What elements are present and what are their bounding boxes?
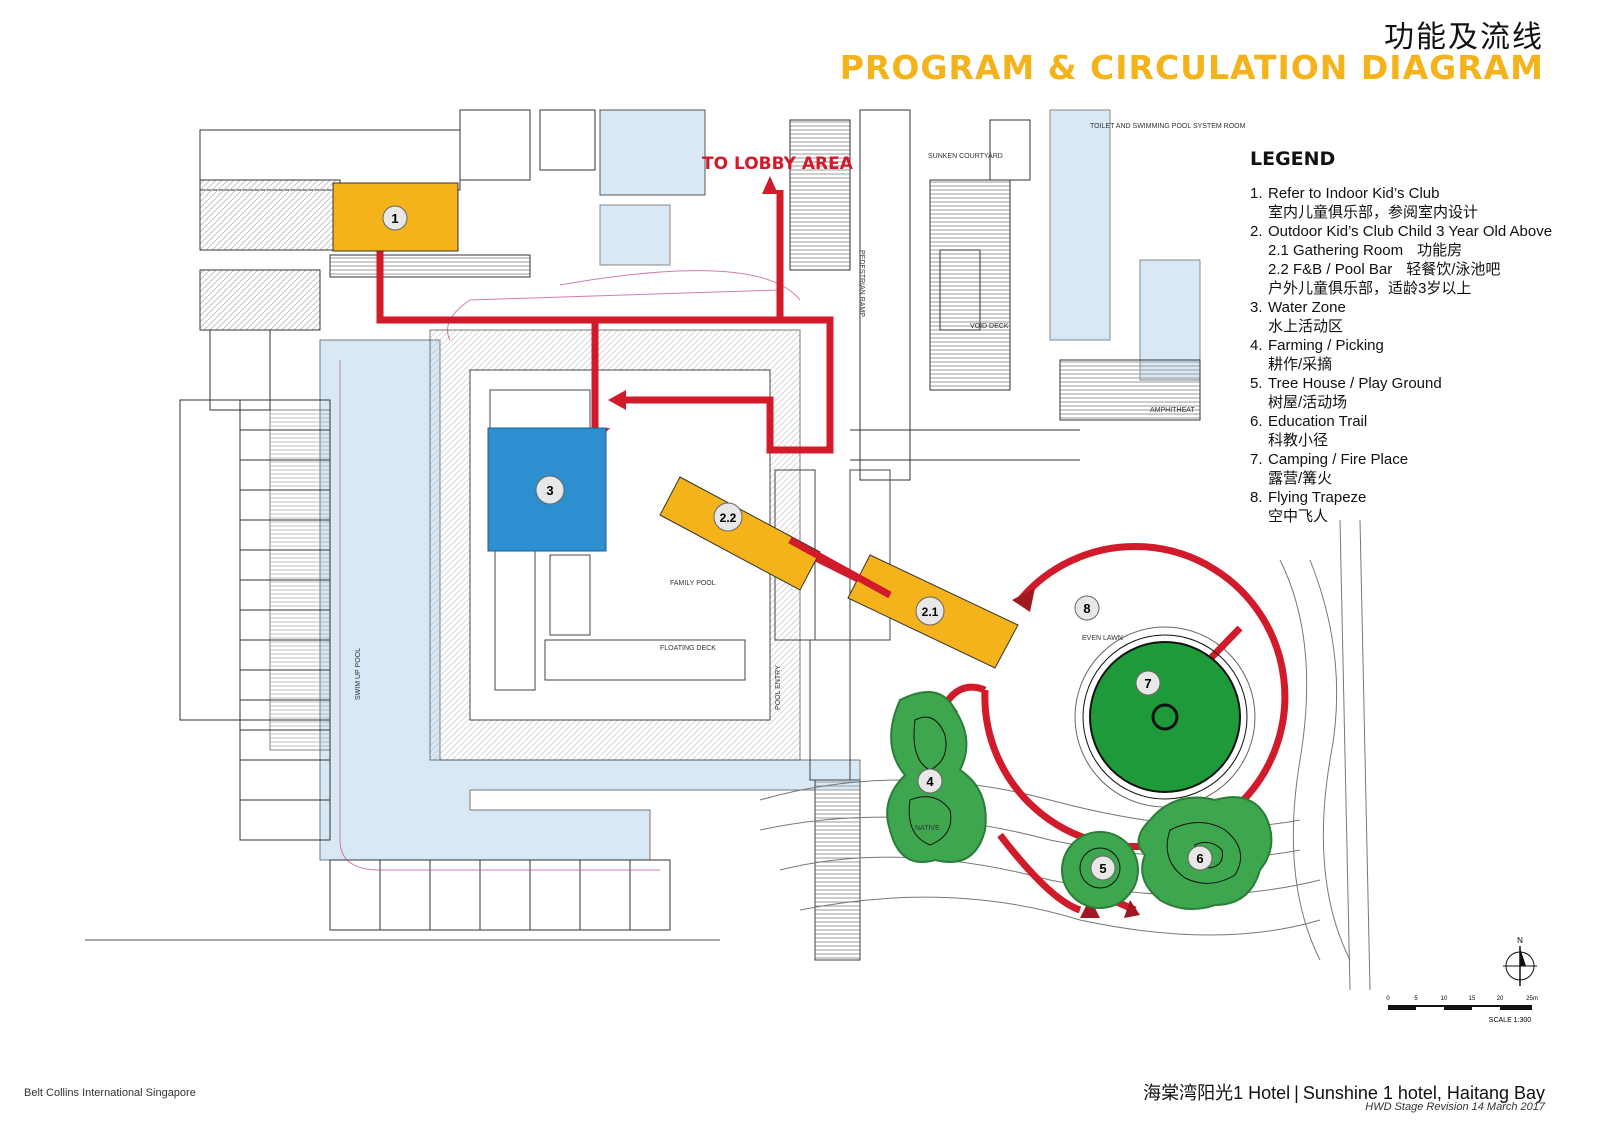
svg-text:6: 6 xyxy=(1196,851,1203,866)
svg-text:2.2: 2.2 xyxy=(720,511,737,525)
legend-item-8: 8.Flying Trapeze 空中飞人 xyxy=(1250,489,1367,525)
badge-2-1: 2.1 xyxy=(915,596,945,626)
label-native: NATIVE xyxy=(915,825,940,832)
svg-text:N: N xyxy=(1517,936,1523,945)
north-arrow: N xyxy=(1503,936,1537,986)
scale-bar: 0 5 10 15 20 25m SCALE 1:300 xyxy=(1386,996,1538,1024)
scale-tick-15: 15 xyxy=(1469,996,1476,1002)
label-sunken-courtyard: SUNKEN COURTYARD xyxy=(928,153,1003,160)
legend-item-6: 6.Education Trail 科教小径 xyxy=(1250,413,1368,449)
svg-text:5: 5 xyxy=(1099,861,1106,876)
legend-title: LEGEND xyxy=(1250,148,1336,170)
scale-tick-20: 20 xyxy=(1497,996,1504,1002)
scale-tick-10: 10 xyxy=(1441,996,1448,1002)
badge-8: 8 xyxy=(1074,595,1100,621)
label-pool-entry: POOL ENTRY xyxy=(775,665,782,710)
to-lobby-callout: TO LOBBY AREA xyxy=(702,154,854,174)
svg-text:4: 4 xyxy=(926,774,934,789)
label-floating-deck: FLOATING DECK xyxy=(660,645,716,652)
project-divider: | xyxy=(1294,1083,1299,1103)
legend-item-4: 4.Farming / Picking 耕作/采摘 xyxy=(1250,337,1384,373)
legend-item-1: 1.Refer to Indoor Kid’s Club 室内儿童俱乐部，参阅室… xyxy=(1250,185,1479,221)
zone-2-2-pool-bar xyxy=(659,476,821,591)
label-pedestrian-ramp: PEDESTRIAN RAMP xyxy=(858,250,865,317)
label-family-pool: FAMILY POOL xyxy=(670,580,716,587)
badge-7: 7 xyxy=(1135,670,1161,696)
svg-text:8: 8 xyxy=(1083,601,1090,616)
label-void-deck: VOID DECK xyxy=(970,323,1009,330)
scale-tick-5: 5 xyxy=(1414,996,1418,1002)
badge-4: 4 xyxy=(917,768,943,794)
badge-2-2: 2.2 xyxy=(713,502,743,532)
svg-text:2.1: 2.1 xyxy=(922,605,939,619)
svg-text:7: 7 xyxy=(1144,676,1151,691)
badge-6: 6 xyxy=(1187,845,1213,871)
badge-3: 3 xyxy=(535,475,565,505)
legend-item-2: 2.Outdoor Kid’s Club Child 3 Year Old Ab… xyxy=(1250,222,1570,298)
revision-note: HWD Stage Revision 14 March 2017 xyxy=(1365,1101,1545,1113)
project-name-en: Sunshine 1 hotel, Haitang Bay xyxy=(1302,1083,1545,1103)
legend-item-5: 5.Tree House / Play Ground 树屋/活动场 xyxy=(1250,375,1442,411)
circulation-link xyxy=(788,536,892,599)
page-title-cn: 功能及流线 xyxy=(1384,20,1544,55)
firm-name: Belt Collins International Singapore xyxy=(24,1087,196,1099)
scale-tick-25: 25m xyxy=(1526,996,1538,1002)
label-toilet: TOILET AND SWIMMING POOL SYSTEM ROOM xyxy=(1090,123,1246,130)
svg-text:1: 1 xyxy=(391,211,398,226)
label-even-lawn: EVEN LAWN xyxy=(1082,635,1123,642)
label-amphitheater: AMPHITHEAT xyxy=(1150,407,1195,414)
legend-item-3: 3.Water Zone 水上活动区 xyxy=(1250,299,1346,335)
scale-label: SCALE 1:300 xyxy=(1489,1017,1532,1024)
page-title-en: PROGRAM & CIRCULATION DIAGRAM xyxy=(839,48,1544,87)
badge-5: 5 xyxy=(1090,855,1116,881)
svg-text:3: 3 xyxy=(546,483,553,498)
guest-room-wing xyxy=(85,329,720,941)
legend-item-7: 7.Camping / Fire Place 露营/篝火 xyxy=(1250,451,1409,487)
legend: LEGEND 1.Refer to Indoor Kid’s Club 室内儿童… xyxy=(1250,148,1570,526)
scale-tick-0: 0 xyxy=(1386,996,1390,1002)
project-name: 海棠湾阳光1 Hotel|Sunshine 1 hotel, Haitang B… xyxy=(1143,1079,1545,1105)
badge-1: 1 xyxy=(382,205,408,231)
label-swim-up-pool: SWIM UP POOL xyxy=(355,648,362,700)
zone-7-camping xyxy=(1082,634,1248,800)
project-name-cn: 海棠湾阳光1 Hotel xyxy=(1143,1083,1291,1103)
